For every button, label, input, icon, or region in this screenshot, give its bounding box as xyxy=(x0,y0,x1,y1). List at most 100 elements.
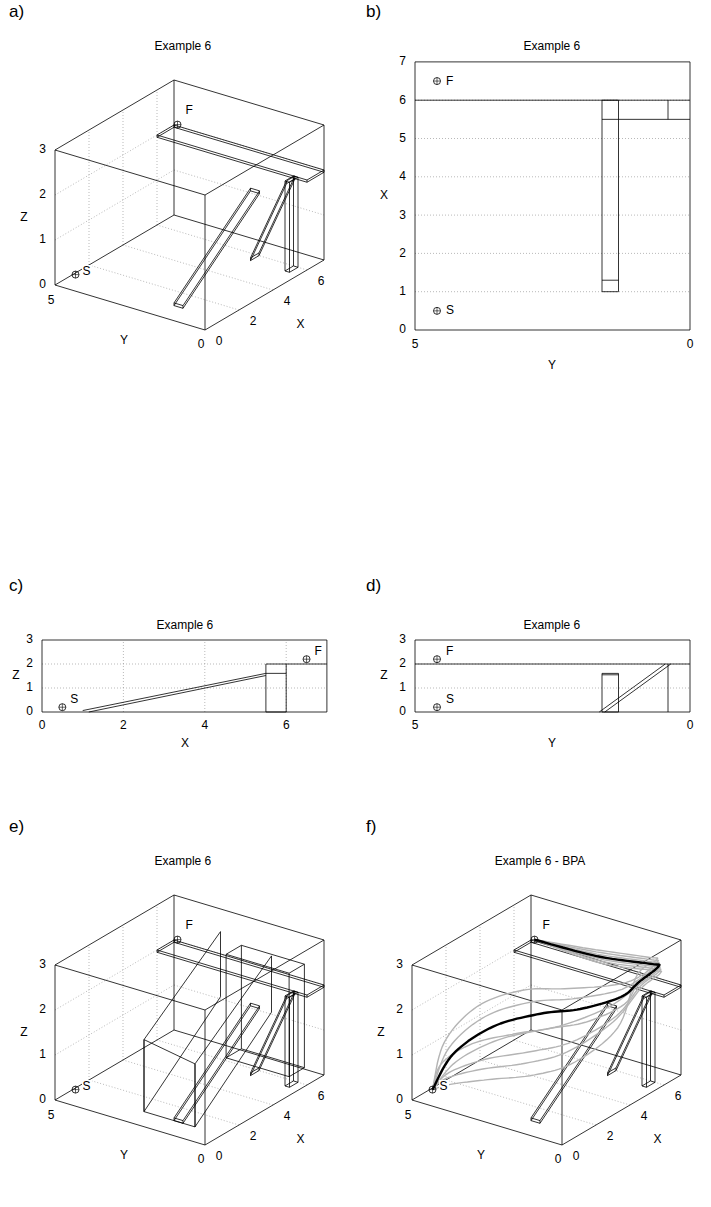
ramp-obstacle xyxy=(251,1006,260,1009)
axes-box xyxy=(205,195,206,330)
panel-label: d) xyxy=(365,577,382,596)
candidate-path xyxy=(433,940,658,1090)
ramp-obstacle xyxy=(174,191,251,306)
tick-label: 2 xyxy=(606,1130,615,1143)
tick-label: 1 xyxy=(398,285,407,298)
axes-box xyxy=(562,1075,681,1145)
plot-title: Example 6 xyxy=(523,619,582,632)
pillar-obstacle xyxy=(642,1081,651,1086)
tick-label: 2 xyxy=(398,247,407,260)
candidate-path xyxy=(433,940,659,1090)
panel-label: c) xyxy=(8,577,24,596)
shelf-obstacle xyxy=(157,950,158,952)
tick-label: 6 xyxy=(317,275,326,288)
pillar-obstacle xyxy=(651,1081,656,1082)
axes-box xyxy=(205,125,324,195)
point-label: S xyxy=(439,1080,449,1093)
ramp-obstacle xyxy=(251,181,287,258)
axes-box xyxy=(55,965,205,1010)
axis-label: X xyxy=(296,318,306,331)
axes-box xyxy=(412,1100,562,1145)
axis-label: X xyxy=(379,189,389,202)
shelf-obstacle xyxy=(157,952,307,997)
axes-box xyxy=(55,150,56,285)
tick-label: 5 xyxy=(398,132,407,145)
ramp-obstacle xyxy=(250,1003,251,1006)
tick-label: 2 xyxy=(25,657,34,670)
tick-label: 2 xyxy=(249,315,258,328)
tick-label: 6 xyxy=(282,719,291,732)
cell-box xyxy=(226,954,289,973)
pillar-obstacle xyxy=(285,1086,290,1087)
axis-label: Y xyxy=(547,737,557,750)
tick-label: 5 xyxy=(47,1109,56,1122)
pillar-obstacle xyxy=(642,996,643,1086)
tick-label: 2 xyxy=(38,188,47,201)
shelf-obstacle xyxy=(174,940,324,985)
tick-label: 0 xyxy=(197,338,206,351)
pillar-obstacle xyxy=(298,177,299,267)
pillar-obstacle xyxy=(294,266,299,267)
grid-line xyxy=(89,265,239,310)
grid-line xyxy=(415,176,690,177)
grid-line xyxy=(415,688,690,689)
tick-label: 5 xyxy=(47,294,56,307)
ramp-obstacle xyxy=(668,100,669,119)
point-marker-cross xyxy=(437,704,438,711)
shelf-obstacle xyxy=(157,950,307,995)
tick-label: 3 xyxy=(398,633,407,646)
axes-box xyxy=(174,895,324,940)
axes-box xyxy=(55,285,205,330)
best-path xyxy=(433,940,660,1090)
ramp-obstacle xyxy=(251,999,287,1076)
pillar-obstacle xyxy=(285,181,286,271)
plot-title: Example 6 xyxy=(156,619,215,632)
grid-line xyxy=(415,664,690,665)
axis-label: Y xyxy=(119,334,129,347)
axis-label: Z xyxy=(379,669,388,682)
tick-label: 0 xyxy=(38,719,47,732)
grid-line xyxy=(204,640,205,712)
cell-box xyxy=(226,1049,241,1058)
pillar-obstacle xyxy=(285,266,294,271)
axes-box xyxy=(681,940,682,1075)
tick-label: 0 xyxy=(554,1153,563,1166)
shelf-obstacle xyxy=(174,127,324,172)
axes-box xyxy=(531,1030,681,1075)
tick-label: 3 xyxy=(25,633,34,646)
ramp-obstacle xyxy=(83,673,266,710)
axis-label: X xyxy=(296,1133,306,1146)
plot-title: Example 6 xyxy=(154,855,213,868)
grid-line xyxy=(415,215,690,216)
shelf-obstacle xyxy=(415,100,690,101)
ramp-obstacle xyxy=(616,1068,617,1071)
shelf-obstacle xyxy=(681,985,682,987)
pillar-obstacle xyxy=(290,1082,299,1087)
point-marker xyxy=(434,307,441,314)
cell-plane xyxy=(144,932,221,1112)
axes-box xyxy=(324,125,325,260)
point-marker-cross xyxy=(75,1086,76,1093)
grid-line xyxy=(89,130,90,265)
axes-box xyxy=(55,1030,174,1100)
panel-label: b) xyxy=(365,3,382,22)
tick-label: 0 xyxy=(686,338,695,351)
grid-line xyxy=(174,125,324,170)
ramp-obstacle xyxy=(251,253,260,258)
pillar-obstacle xyxy=(289,182,290,272)
ramp-obstacle xyxy=(531,1118,540,1121)
ramp-obstacle xyxy=(183,191,260,306)
axes-box xyxy=(205,940,324,1010)
candidate-path xyxy=(433,940,661,1090)
panel-label: e) xyxy=(8,818,25,837)
pillar-obstacle xyxy=(285,1081,294,1086)
grid-line xyxy=(89,945,90,1080)
cell-box xyxy=(226,945,241,954)
point-label: S xyxy=(445,693,455,706)
plot-title: Example 6 - BPA xyxy=(494,855,586,868)
tick-label: 4 xyxy=(398,170,407,183)
axes-box xyxy=(412,965,413,1100)
point-marker-cross xyxy=(177,121,178,128)
point-label: S xyxy=(82,1080,92,1093)
axis-label: X xyxy=(180,737,190,750)
